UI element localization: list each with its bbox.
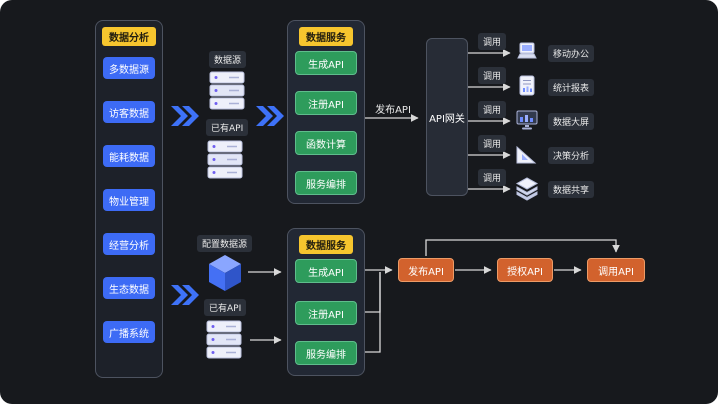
invoke-label: 调用	[478, 33, 507, 50]
data-source-server-icon	[205, 68, 249, 114]
data-service-box-top: 数据服务 生成API 注册API 函数计算 服务编排	[287, 20, 365, 204]
service-item-orchestration: 服务编排	[295, 341, 357, 365]
chevron-right-icon	[170, 284, 200, 306]
data-share-layers-icon	[514, 176, 540, 202]
invoke-label: 调用	[478, 67, 507, 84]
pipeline-authorize-api: 授权API	[497, 258, 553, 282]
consumer-label-dashboard: 数据大屏	[548, 113, 595, 130]
invoke-label: 调用	[478, 135, 507, 152]
service-item-register-api: 注册API	[295, 91, 357, 115]
consumer-label-mobile-office: 移动办公	[548, 45, 595, 62]
pipeline-invoke-api: 调用API	[587, 258, 645, 282]
data-service-title: 数据服务	[299, 235, 353, 254]
api-gateway-node: API网关	[426, 38, 468, 196]
consumer-label-decision: 决策分析	[548, 147, 595, 164]
service-item-register-api: 注册API	[295, 301, 357, 325]
data-source-label: 数据源	[209, 51, 247, 68]
chevron-right-icon	[255, 105, 285, 127]
dashboard-screen-icon	[514, 108, 540, 132]
invoke-label: 调用	[478, 101, 507, 118]
data-service-box-bottom: 数据服务 生成API 注册API 服务编排	[287, 228, 365, 376]
service-item-generate-api: 生成API	[295, 51, 357, 75]
analysis-panel-title: 数据分析	[102, 27, 156, 46]
pipeline-publish-api: 发布API	[398, 258, 454, 282]
chevron-right-icon	[170, 105, 200, 127]
analysis-item-energy-data: 能耗数据	[103, 145, 155, 167]
service-item-function-compute: 函数计算	[295, 131, 357, 155]
decision-analysis-icon	[514, 142, 540, 166]
existing-api-label: 已有API	[204, 299, 247, 316]
consumer-label-share: 数据共享	[548, 181, 595, 198]
consumer-label-report: 统计报表	[548, 79, 595, 96]
existing-api-label: 已有API	[206, 119, 249, 136]
data-service-title: 数据服务	[299, 27, 353, 46]
analysis-item-broadcast: 广播系统	[103, 321, 155, 343]
config-source-label: 配置数据源	[197, 235, 253, 252]
data-analysis-panel: 数据分析 多数据源 访客数据 能耗数据 物业管理 经营分析 生态数据 广播系统	[95, 20, 163, 378]
service-item-orchestration: 服务编排	[295, 171, 357, 195]
service-item-generate-api: 生成API	[295, 259, 357, 283]
analysis-item-visitor-data: 访客数据	[103, 101, 155, 123]
report-icon	[514, 74, 540, 98]
analysis-item-multi-source: 多数据源	[103, 57, 155, 79]
analysis-item-business-analysis: 经营分析	[103, 233, 155, 255]
existing-api-server-icon	[202, 317, 246, 363]
data-source-cube-icon	[207, 253, 243, 293]
analysis-item-eco-data: 生态数据	[103, 277, 155, 299]
existing-api-server-icon	[203, 137, 247, 183]
mobile-office-icon	[514, 40, 540, 64]
analysis-item-property-mgmt: 物业管理	[103, 189, 155, 211]
publish-api-label: 发布API	[375, 105, 411, 116]
invoke-label: 调用	[478, 169, 507, 186]
